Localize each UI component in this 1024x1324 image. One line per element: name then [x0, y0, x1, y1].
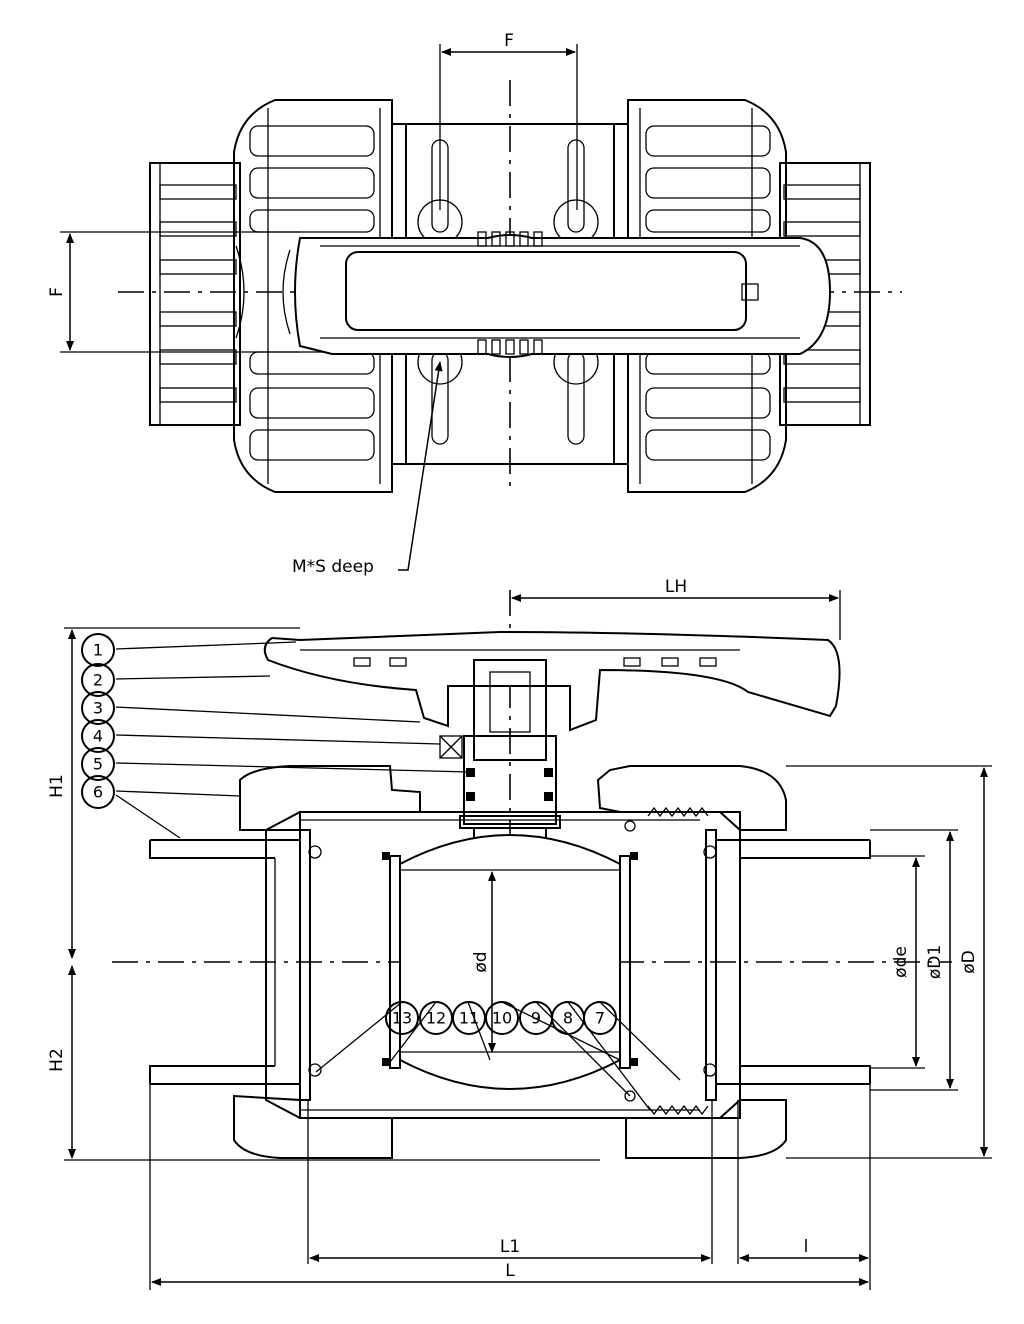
dim-L1: L1	[500, 1237, 520, 1257]
balloon-13: 13	[385, 1001, 419, 1035]
svg-text:11: 11	[459, 1009, 479, 1028]
dim-D1: øD1	[925, 945, 945, 979]
svg-text:12: 12	[426, 1009, 446, 1028]
svg-text:9: 9	[531, 1009, 541, 1028]
dim-d: ød	[471, 951, 491, 972]
dim-L: L	[505, 1261, 515, 1281]
dim-de: øde	[891, 946, 911, 978]
svg-text:2: 2	[93, 671, 103, 690]
svg-text:5: 5	[93, 755, 103, 774]
section-view: H1 H2 LH ød øde øD1 øD L1 L l	[47, 577, 992, 1290]
dim-H2: H2	[47, 1048, 67, 1072]
svg-text:8: 8	[563, 1009, 573, 1028]
svg-text:13: 13	[392, 1009, 412, 1028]
dim-F-top: F	[504, 31, 514, 51]
dim-H1: H1	[47, 774, 67, 798]
dim-LH: LH	[665, 577, 687, 597]
svg-text:4: 4	[93, 727, 103, 746]
svg-text:1: 1	[93, 641, 103, 660]
svg-text:6: 6	[93, 783, 103, 802]
balloon-2: 2	[81, 663, 115, 697]
callout-thread: M*S deep	[292, 557, 374, 577]
svg-text:7: 7	[595, 1009, 605, 1028]
svg-text:3: 3	[93, 699, 103, 718]
balloon-4: 4	[81, 719, 115, 753]
balloon-6: 6	[81, 775, 115, 809]
balloon-3: 3	[81, 691, 115, 725]
svg-text:10: 10	[492, 1009, 512, 1028]
balloon-10: 10	[485, 1001, 519, 1035]
dim-D: øD	[959, 950, 979, 974]
dim-l: l	[804, 1237, 809, 1257]
dim-F-side: F	[47, 287, 67, 297]
balloon-1: 1	[81, 633, 115, 667]
top-view: F F M*S deep	[47, 31, 902, 577]
part-balloons: 1 2 3 4 5 6 13 12 11 10 9 8 7	[81, 633, 617, 1035]
balloon-5: 5	[81, 747, 115, 781]
balloon-7: 7	[583, 1001, 617, 1035]
